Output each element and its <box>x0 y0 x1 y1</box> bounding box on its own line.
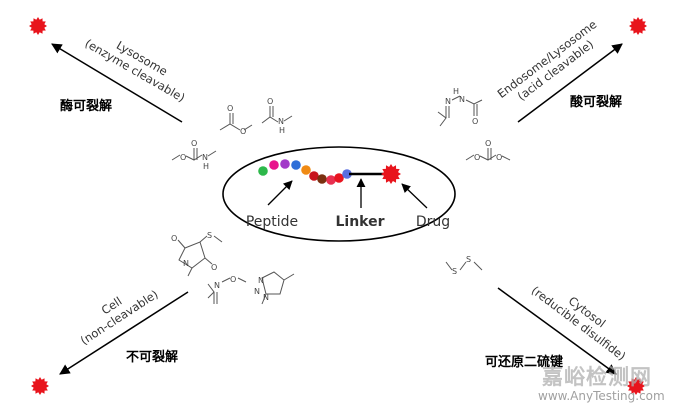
drug-marker-top-left <box>29 17 47 35</box>
svg-text:O: O <box>191 139 197 148</box>
cn-label-lysosome: 酶可裂解 <box>60 99 113 114</box>
svg-text:O: O <box>180 153 186 162</box>
watermark-main: 嘉峪检测网 <box>542 365 652 389</box>
drug-marker-bottom-left <box>31 377 49 395</box>
arrow-cell <box>59 291 189 375</box>
peptide-bead <box>301 165 311 175</box>
svg-text:H: H <box>203 162 209 171</box>
arrow-peptide <box>267 180 293 206</box>
arrow-drug <box>401 183 428 209</box>
cn-label-cell: 不可裂解 <box>126 350 179 365</box>
svg-text:O: O <box>230 275 236 284</box>
drug-payload <box>381 164 401 184</box>
svg-text:N: N <box>183 259 189 268</box>
svg-text:O: O <box>474 153 480 162</box>
svg-text:O: O <box>485 139 491 148</box>
svg-text:Endosome/Lysosome: Endosome/Lysosome <box>495 17 600 101</box>
arrow-cytosol <box>497 287 617 375</box>
peptide-bead <box>309 171 319 181</box>
svg-text:N: N <box>254 287 260 296</box>
adc-ellipse <box>222 146 456 242</box>
disulfide-structure: S S <box>445 255 483 276</box>
amide-structure: O N H <box>261 97 293 135</box>
svg-text:O: O <box>472 117 478 126</box>
svg-text:N: N <box>445 97 451 106</box>
svg-text:O: O <box>171 234 177 243</box>
peptide-bead <box>334 173 344 183</box>
svg-text:N: N <box>214 281 220 290</box>
svg-text:S: S <box>466 255 471 264</box>
drug-payload-markers <box>29 17 647 395</box>
svg-text:O: O <box>211 263 217 272</box>
svg-text:H: H <box>279 126 285 135</box>
svg-text:H: H <box>453 87 459 96</box>
svg-text:S: S <box>452 267 457 276</box>
triazole-structure: N N N <box>254 271 295 305</box>
arrow-lysosome <box>51 43 183 123</box>
peptide-chain <box>258 159 352 185</box>
drug-marker-center <box>381 164 401 184</box>
svg-text:O: O <box>267 97 273 106</box>
oxime-structure: N O <box>207 275 247 304</box>
label-cell: Cell (non-cleavable) <box>78 287 161 348</box>
label-lysosome: Lysosome (enzyme cleavable) <box>82 36 187 105</box>
svg-text:N: N <box>202 153 208 162</box>
linker-label: Linker <box>335 214 384 230</box>
svg-text:N: N <box>459 95 465 104</box>
cn-label-cytosol: 可还原二硫键 <box>485 355 564 370</box>
succinimide-structure: O O S N <box>171 231 223 277</box>
peptide-bead <box>317 174 327 184</box>
carbamate-structure: O O N H <box>171 139 217 171</box>
peptide-bead <box>342 169 352 179</box>
peptide-bead <box>258 166 268 176</box>
watermark-url: www.AnyTesting.com <box>538 389 665 403</box>
peptide-bead <box>326 175 336 185</box>
svg-text:N: N <box>258 276 264 285</box>
peptide-bead <box>269 160 279 170</box>
svg-text:O: O <box>227 104 233 113</box>
drug-marker-bottom-right <box>627 377 645 395</box>
peptide-bead <box>291 160 301 170</box>
ester-structure: O O <box>219 104 253 136</box>
peptide-bead <box>280 159 290 169</box>
arrow-endosome <box>517 43 623 123</box>
svg-text:O: O <box>496 153 502 162</box>
hydrazone-structure: N N H O <box>437 87 483 127</box>
svg-text:N: N <box>263 293 269 302</box>
svg-text:S: S <box>207 231 212 240</box>
drug-marker-top-right <box>629 17 647 35</box>
svg-text:O: O <box>240 127 246 136</box>
peptide-label: Peptide <box>246 214 298 230</box>
svg-text:N: N <box>278 117 284 126</box>
carbonate-structure: O O O <box>465 139 511 162</box>
cn-label-endosome: 酸可裂解 <box>570 95 623 110</box>
drug-label: Drug <box>416 214 450 230</box>
